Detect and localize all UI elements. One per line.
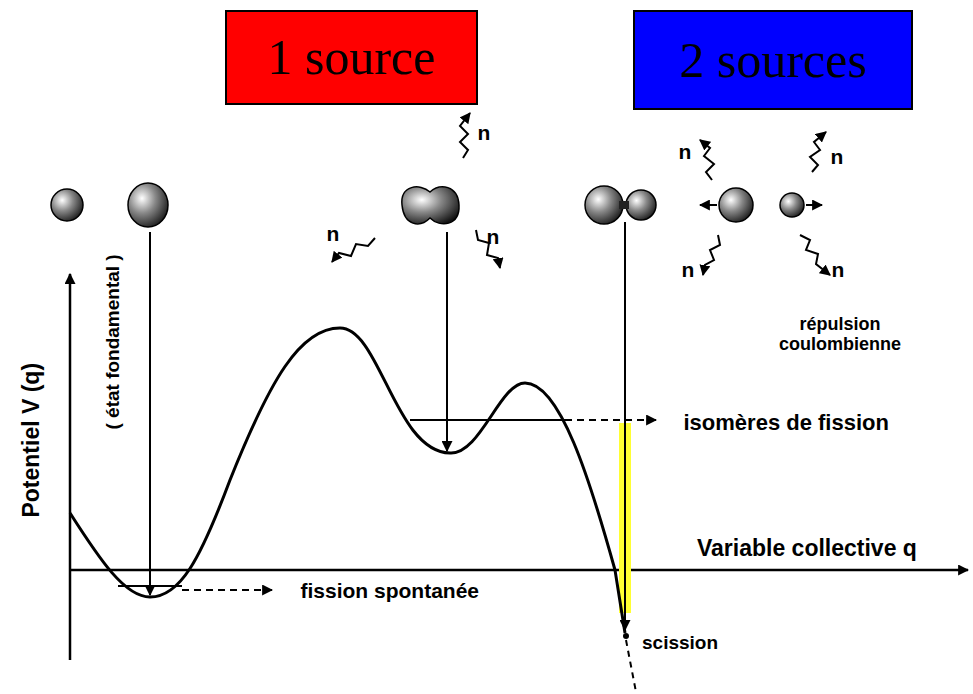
fragment [585, 186, 623, 224]
source-box: 2 sources [633, 10, 913, 110]
curve-dashed [626, 640, 636, 692]
x-axis [70, 569, 968, 572]
neutron-label: n [832, 258, 845, 282]
source-box: 1 source [225, 10, 478, 105]
neck [619, 201, 629, 209]
box-title: 2 sources [679, 33, 866, 88]
axis-label: Potentiel V (q) [18, 363, 44, 518]
isomer-level [410, 419, 565, 421]
state-label: ( état fondamental ) [101, 254, 123, 429]
isomer-arrow [565, 419, 656, 421]
neutron-label: n [487, 225, 500, 249]
recoil-arrow [806, 204, 822, 206]
neutron-label: n [327, 222, 340, 246]
note-label: répulsion coulombienne [765, 314, 915, 355]
neutron-label: n [682, 258, 695, 282]
point-label: scission [642, 632, 718, 654]
tunnel-arrow [182, 589, 272, 591]
neutron-label: n [679, 140, 692, 164]
neutron-arrows [332, 113, 830, 275]
neutron-label: n [831, 145, 844, 169]
process-label: fission spontanée [301, 579, 480, 603]
box-title: 1 source [268, 30, 436, 85]
fragment [780, 193, 804, 217]
scission-dot [623, 633, 629, 639]
neutron-label: n [478, 121, 491, 145]
potential-curve [70, 328, 625, 633]
axis-label: Variable collective q [697, 535, 917, 561]
isomer-pointer [446, 232, 448, 451]
deformed-nucleus [402, 187, 459, 224]
scission-pointer [624, 222, 626, 630]
fragment [626, 190, 656, 220]
nucleus [51, 189, 83, 221]
ground-pointer [149, 232, 151, 595]
nucleus [128, 183, 168, 227]
y-axis [69, 274, 72, 660]
process-label: isomères de fission [684, 410, 889, 435]
fragment [719, 188, 753, 222]
recoil-arrow [700, 204, 717, 206]
